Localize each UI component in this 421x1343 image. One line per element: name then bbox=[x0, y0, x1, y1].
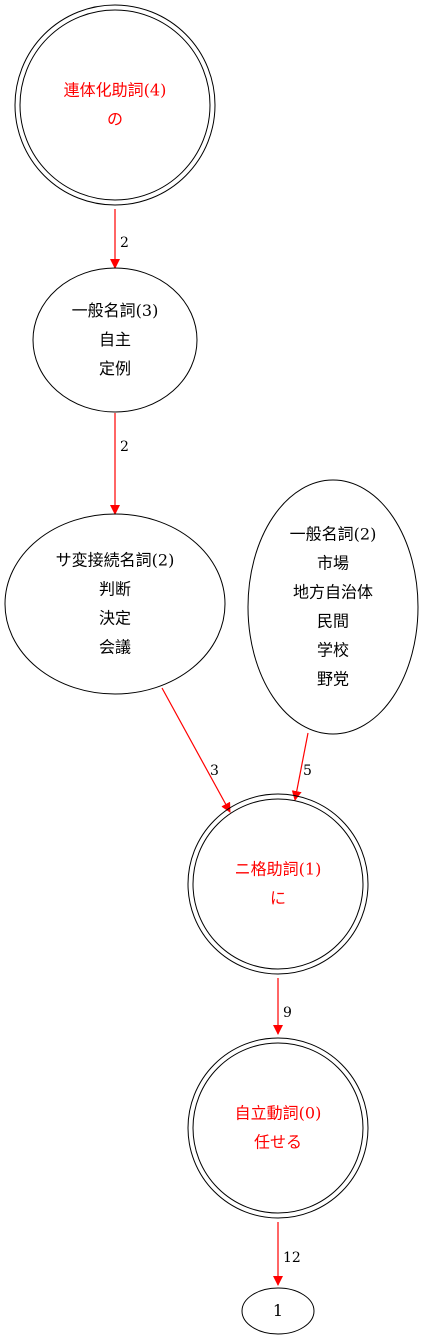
node-outline bbox=[187, 1037, 369, 1219]
node-n1: ニ格助詞(1) に bbox=[187, 793, 369, 975]
node-word: 判断 bbox=[99, 580, 131, 599]
node-end: 1 bbox=[241, 1287, 315, 1335]
node-word: 民間 bbox=[317, 612, 349, 631]
node-word: 学校 bbox=[317, 641, 349, 660]
node-word: 地方自治体 bbox=[293, 583, 373, 602]
node-word: 決定 bbox=[99, 609, 131, 628]
node-outline bbox=[4, 513, 226, 695]
edge-label: 3 bbox=[210, 763, 219, 779]
node-title: 連体化助詞(4) bbox=[64, 81, 167, 100]
node-title: 一般名詞(2) bbox=[290, 525, 377, 544]
node-outline bbox=[32, 267, 198, 413]
edge-label: 12 bbox=[283, 1250, 301, 1266]
edge-label: 2 bbox=[120, 235, 129, 251]
node-word: 会議 bbox=[99, 638, 131, 657]
node-inner-outline bbox=[192, 798, 364, 970]
node-outline bbox=[247, 479, 419, 735]
node-title: ニ格助詞(1) bbox=[235, 860, 322, 879]
node-inner-outline bbox=[19, 9, 211, 201]
node-n4: 連体化助詞(4) の bbox=[14, 4, 216, 206]
node-outline bbox=[187, 793, 369, 975]
node-word: の bbox=[107, 110, 123, 129]
node-word: 任せる bbox=[254, 1133, 302, 1152]
edge-label: 5 bbox=[303, 763, 312, 779]
node-title: 1 bbox=[273, 1301, 283, 1320]
node-word: 市場 bbox=[317, 554, 349, 573]
node-title: 自立動詞(0) bbox=[235, 1104, 322, 1123]
node-word: 定例 bbox=[99, 359, 131, 378]
node-outline bbox=[241, 1287, 315, 1335]
node-title: サ変接続名詞(2) bbox=[56, 551, 175, 570]
edge-n2a-to-n1 bbox=[161, 687, 231, 813]
edge-label: 9 bbox=[283, 1005, 292, 1021]
edge-label: 2 bbox=[120, 439, 129, 455]
node-word: に bbox=[270, 889, 286, 908]
node-word: 野党 bbox=[317, 670, 349, 689]
node-outline bbox=[14, 4, 216, 206]
node-n0: 自立動詞(0) 任せる bbox=[187, 1037, 369, 1219]
node-inner-outline bbox=[192, 1042, 364, 1214]
node-word: 自主 bbox=[99, 330, 131, 349]
edge-n2b-to-n1 bbox=[291, 732, 309, 801]
node-title: 一般名詞(3) bbox=[72, 301, 159, 320]
edges-layer: 2 2 3 5 9 12 bbox=[110, 209, 312, 1286]
